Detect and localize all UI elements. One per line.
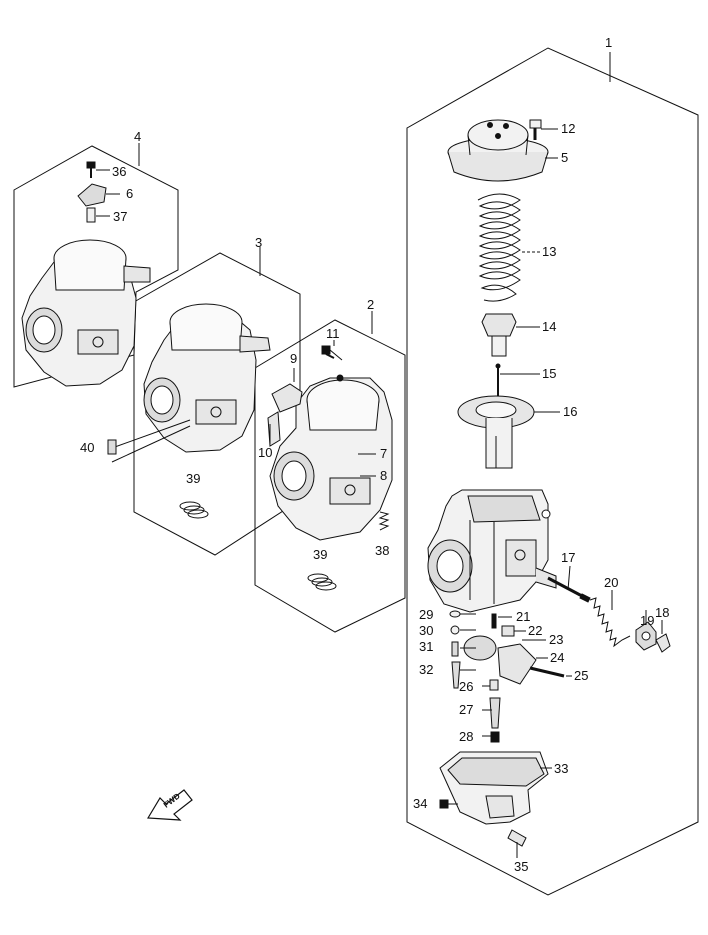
callout-28: 28 [459,729,474,744]
callout-17: 17 [561,550,576,565]
pin-part-37 [86,207,96,223]
callout-36: 36 [112,164,127,179]
callout-30: 30 [419,623,434,638]
callout-23: 23 [549,632,564,647]
bracket-part-6 [77,183,107,207]
plug-part-18 [655,633,671,653]
callout-5: 5 [561,150,569,165]
callout-13: 13 [542,244,557,259]
top-cover-part-5 [447,119,549,182]
callout-4: 4 [134,129,142,144]
callout-15: 15 [542,366,557,381]
spring-part-13 [477,193,521,302]
spring-part-20 [589,597,631,648]
fwd-arrow-icon [146,789,193,821]
assembly-2-outline [254,319,406,633]
assembly-1-outline [406,47,699,896]
callout-27: 27 [459,702,474,717]
callout-33: 33 [554,761,569,776]
assembly-4-outline [13,145,179,388]
callout-12: 12 [561,121,576,136]
screw-part-36 [86,161,96,178]
adjuster-rod-part-17 [547,576,591,603]
callout-37: 37 [113,209,128,224]
callout-35: 35 [514,859,529,874]
callout-26: 26 [459,679,474,694]
spring-part-39a [179,501,209,519]
callout-31: 31 [419,639,434,654]
callout-14: 14 [542,319,557,334]
callout-20: 20 [604,575,619,590]
callout-39-b: 39 [313,547,328,562]
callout-34: 34 [413,796,428,811]
callout-39-a: 39 [186,471,201,486]
callout-21: 21 [516,609,531,624]
callout-24: 24 [550,650,565,665]
diaphragm-part-16 [457,395,535,469]
screw-part-12 [529,119,558,140]
callout-29: 29 [419,607,434,622]
callout-7: 7 [380,446,388,461]
callout-25: 25 [574,668,589,683]
carburetor-body-main [427,489,557,613]
spring-part-39b [307,573,337,591]
callout-19: 19 [640,613,655,628]
callout-11: 11 [326,326,340,341]
callout-3: 3 [255,235,263,250]
carburetor-assembly-3 [143,303,271,453]
callout-22: 22 [528,623,543,638]
spring-part-40 [107,439,117,455]
spring-part-38 [378,511,390,531]
callout-10: 10 [258,445,273,460]
small-parts-column [449,610,565,743]
callout-6: 6 [126,186,134,201]
carburetor-assembly-4 [21,239,151,387]
needle-part-15 [495,363,501,398]
callout-9: 9 [290,351,298,366]
callout-1: 1 [605,35,613,50]
callout-32: 32 [419,662,434,677]
callout-38: 38 [375,543,390,558]
callout-40: 40 [80,440,95,455]
callout-16: 16 [563,404,578,419]
callout-2: 2 [367,297,375,312]
needle-holder-part-14 [481,313,517,357]
float-bowl-part-33 [439,751,549,825]
callout-8: 8 [380,468,388,483]
drain-screw-part-34 [439,799,458,809]
callout-18: 18 [655,605,670,620]
cap-part-19 [635,621,657,651]
drain-screw-part-35 [507,829,527,858]
carburetor-assembly-2 [267,374,393,541]
